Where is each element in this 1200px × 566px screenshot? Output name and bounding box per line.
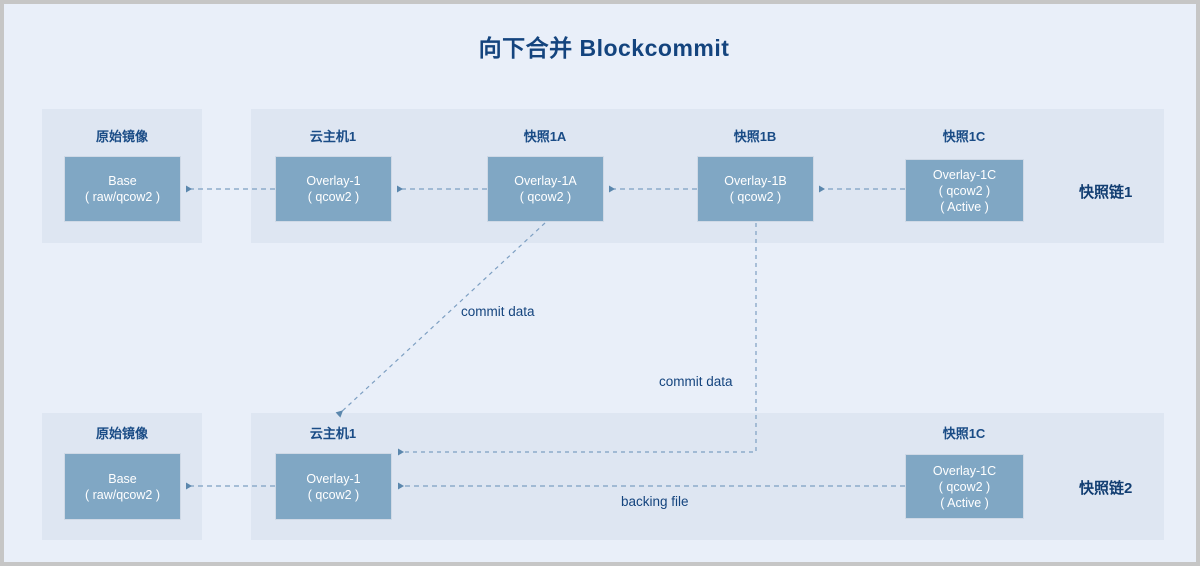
caption-top-original-image: 原始镜像 xyxy=(95,129,148,144)
node-line: Overlay-1C xyxy=(932,463,997,478)
node-line: ( qcow2 ) xyxy=(307,487,360,502)
edge-label-commit-data-2: commit data xyxy=(659,374,733,389)
node-line: ( qcow2 ) xyxy=(938,479,991,494)
node-top-overlay-1: Overlay-1 ( qcow2 ) xyxy=(275,156,392,222)
node-line: Overlay-1A xyxy=(514,174,577,188)
edge-label-commit-data-1: commit data xyxy=(461,304,535,319)
caption-top-vm1: 云主机1 xyxy=(309,129,357,144)
node-line: Overlay-1B xyxy=(724,174,787,188)
node-line: ( Active ) xyxy=(940,199,989,214)
caption-bottom-original-image: 原始镜像 xyxy=(95,426,148,441)
node-line: Overlay-1 xyxy=(306,471,361,486)
edge-label-backing-file: backing file xyxy=(621,494,689,509)
page-title: 向下合并 Blockcommit xyxy=(478,35,730,61)
node-line: Base xyxy=(108,174,137,188)
caption-snapshot-1a: 快照1A xyxy=(523,129,567,144)
node-line: ( Active ) xyxy=(940,495,989,510)
node-line: Overlay-1 xyxy=(306,174,361,188)
wire-commit-data-1 xyxy=(335,222,546,418)
caption-bottom-vm1: 云主机1 xyxy=(309,426,357,441)
chain-label-1: 快照链1 xyxy=(1079,184,1133,201)
node-line: ( raw/qcow2 ) xyxy=(84,190,161,204)
node-overlay-1a: Overlay-1A ( qcow2 ) xyxy=(487,156,604,222)
node-line: Overlay-1C xyxy=(932,167,997,182)
caption-snapshot-1c-top: 快照1C xyxy=(942,129,986,144)
node-line: ( qcow2 ) xyxy=(729,190,782,204)
node-line: ( qcow2 ) xyxy=(519,190,572,204)
node-overlay-1c-bottom: Overlay-1C ( qcow2 ) ( Active ) xyxy=(905,454,1024,519)
caption-snapshot-1b: 快照1B xyxy=(733,129,777,144)
node-bottom-overlay-1: Overlay-1 ( qcow2 ) xyxy=(275,453,392,520)
node-top-base: Base ( raw/qcow2 ) xyxy=(64,156,181,222)
node-line: Base xyxy=(108,471,137,486)
node-line: ( raw/qcow2 ) xyxy=(84,487,161,502)
caption-snapshot-1c-bottom: 快照1C xyxy=(942,426,986,441)
node-overlay-1c-top: Overlay-1C ( qcow2 ) ( Active ) xyxy=(905,159,1024,222)
chain-label-2: 快照链2 xyxy=(1079,480,1133,497)
node-line: ( qcow2 ) xyxy=(307,190,360,204)
node-bottom-base: Base ( raw/qcow2 ) xyxy=(64,453,181,520)
node-line: ( qcow2 ) xyxy=(938,183,991,198)
node-overlay-1b: Overlay-1B ( qcow2 ) xyxy=(697,156,814,222)
